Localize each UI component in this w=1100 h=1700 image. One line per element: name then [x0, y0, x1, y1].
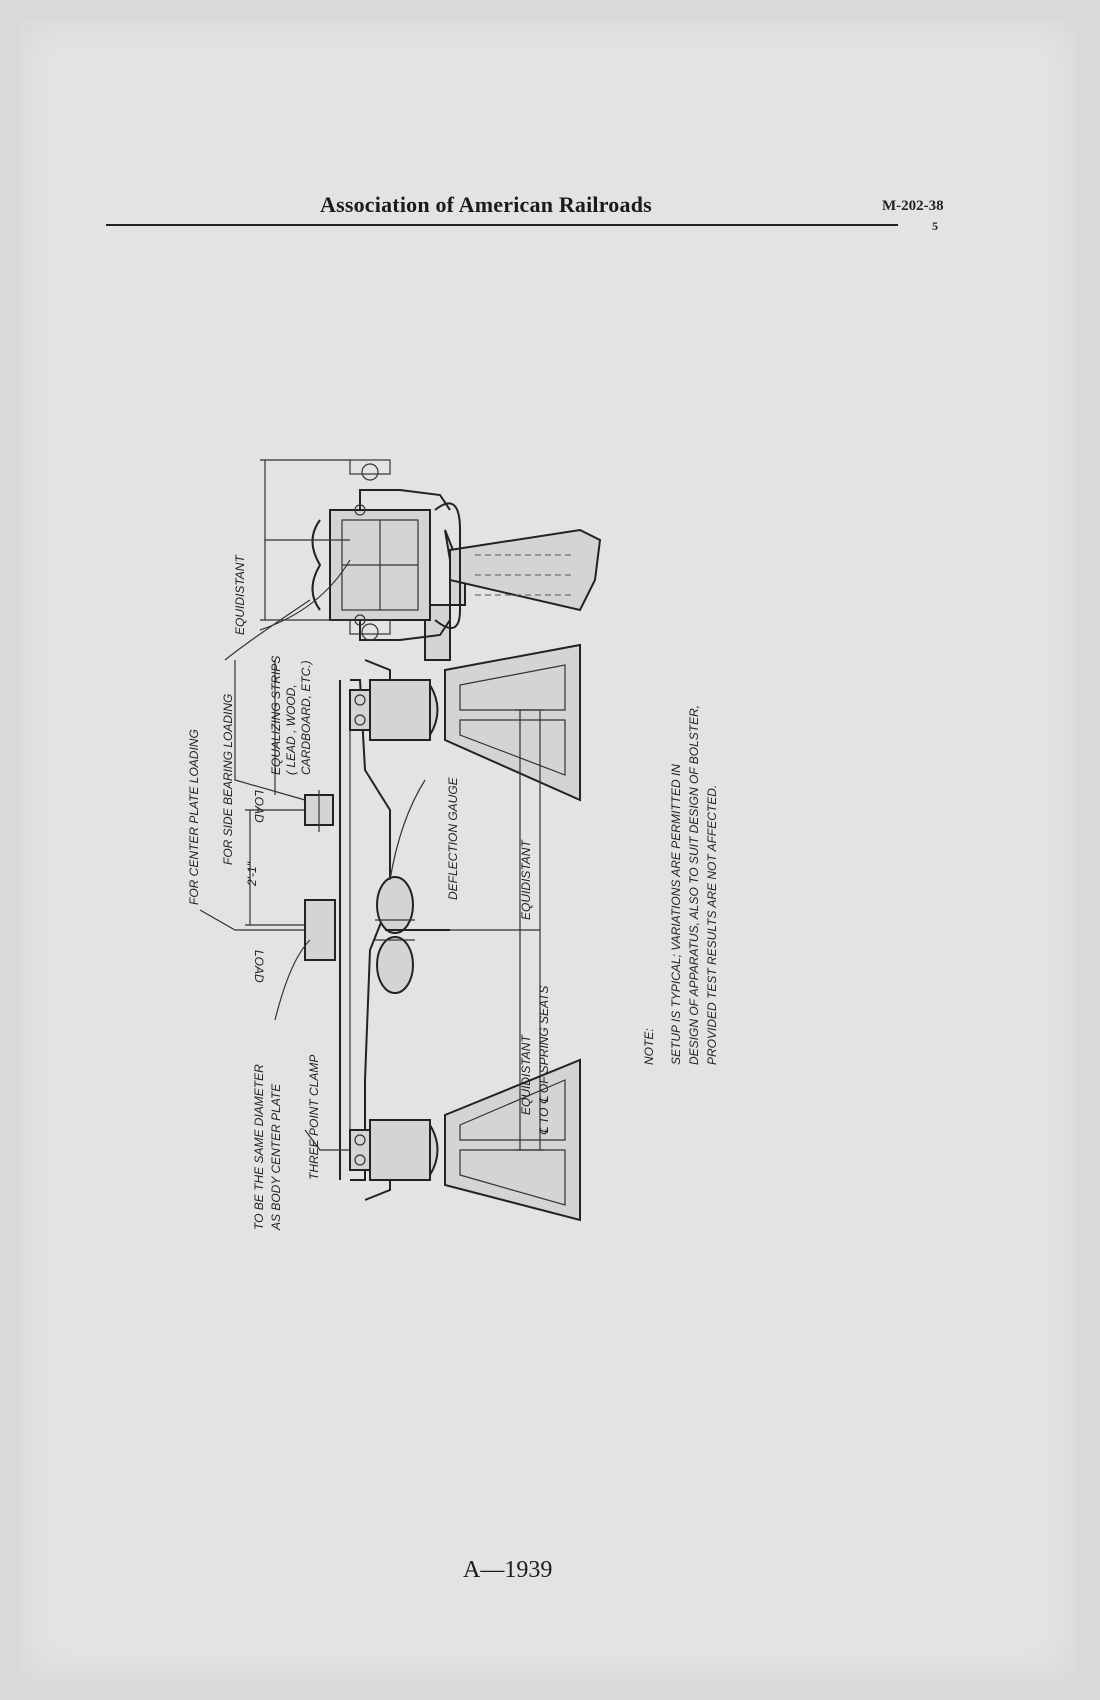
label-equalizing-strips-1: EQUALIZING STRIPS	[269, 656, 283, 775]
label-center-plate-loading: FOR CENTER PLATE LOADING	[187, 729, 201, 905]
header-title: Association of American Railroads	[320, 192, 652, 217]
label-spring-seats: ℄ TO ℄ OF SPRING SEATS	[537, 986, 551, 1135]
bolster-cross-section	[224, 459, 602, 661]
page-number: 5	[932, 219, 938, 233]
label-equidistant-top: EQUIDISTANT	[233, 554, 247, 635]
label-equalizing-strips-2: ( LEAD , WOOD,	[284, 684, 298, 775]
label-load-left: LOAD	[252, 950, 266, 983]
drawing-labels: FOR CENTER PLATE LOADING FOR SIDE BEARIN…	[187, 554, 551, 1231]
label-same-diameter-2: AS BODY CENTER PLATE	[269, 1083, 283, 1231]
label-side-bearing-loading: FOR SIDE BEARING LOADING	[221, 694, 235, 865]
label-load-right: LOAD	[252, 790, 266, 823]
label-equalizing-strips-3: CARDBOARD, ETC.)	[299, 660, 313, 775]
note-line-3: PROVIDED TEST RESULTS ARE NOT AFFECTED.	[705, 785, 719, 1065]
label-deflection-gauge: DEFLECTION GAUGE	[446, 776, 460, 900]
spec-code: M-202-38	[882, 198, 944, 214]
drawing-note: NOTE: SETUP IS TYPICAL; VARIATIONS ARE P…	[642, 705, 719, 1065]
header-rule	[106, 224, 898, 226]
label-dimension: 2'-1"	[245, 861, 259, 887]
label-same-diameter-1: TO BE THE SAME DIAMETER	[252, 1064, 266, 1230]
bolster-elevation	[199, 643, 581, 1222]
footer-page-code: A—1939	[463, 1557, 553, 1583]
label-three-point-clamp: THREE POINT CLAMP	[307, 1055, 321, 1180]
note-heading: NOTE:	[642, 1028, 656, 1065]
bolster-test-setup-drawing: FOR CENTER PLATE LOADING FOR SIDE BEARIN…	[187, 459, 719, 1231]
note-line-1: SETUP IS TYPICAL; VARIATIONS ARE PERMITT…	[669, 764, 683, 1065]
note-line-2: DESIGN OF APPARATUS, ALSO TO SUIT DESIGN…	[687, 705, 701, 1065]
document-page: Association of American Railroads M-202-…	[20, 20, 1075, 1680]
label-equidistant-right: EQUIDISTANT	[519, 839, 533, 920]
label-equidistant-left: EQUIDISTANT	[519, 1034, 533, 1115]
